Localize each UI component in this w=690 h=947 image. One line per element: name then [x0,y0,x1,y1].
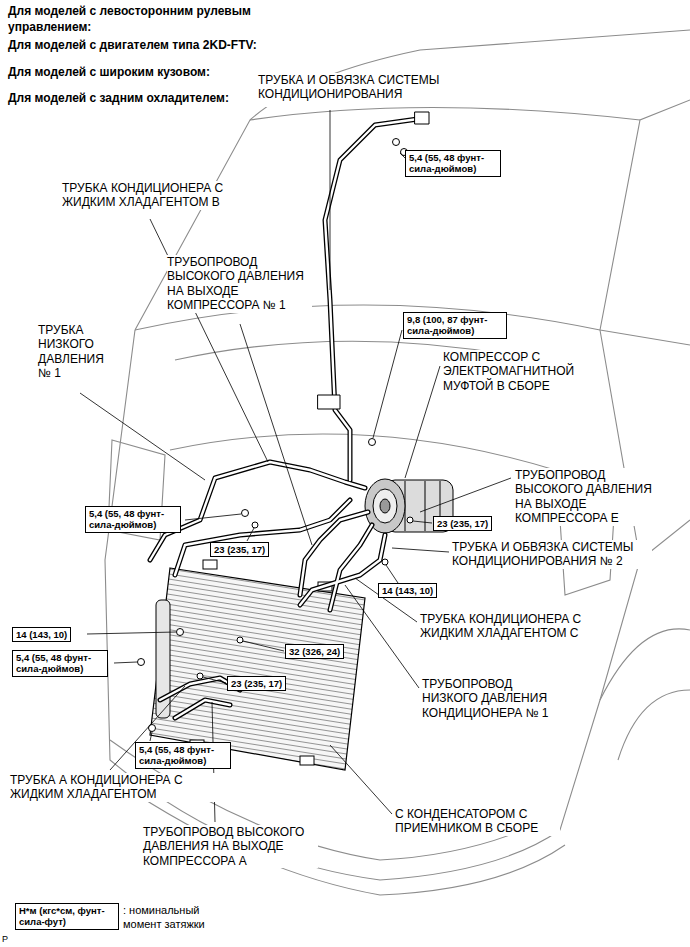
part-label: ТРУБОПРОВОД ВЫСОКОГО ДАВЛЕНИЯ НА ВЫХОДЕ … [515,468,665,526]
torque-value: 14 (143, 10) [382,585,433,596]
part-label: ТРУБОПРОВОД ВЫСОКОГО ДАВЛЕНИЯ НА ВЫХОДЕ … [167,255,312,313]
torque-box: 14 (143, 10) [12,627,71,642]
part-label: С КОНДЕНСАТОРОМ С ПРИЕМНИКОМ В СБОРЕ [395,807,560,836]
torque-box: 32 (326, 24) [285,644,344,659]
model-note: Для моделей с левосторонним рулевым упра… [8,4,293,35]
part-label: ТРУБКА КОНДИЦИОНЕРА С ЖИДКИМ ХЛАДАГЕНТОМ… [62,181,250,210]
part-label: КОМПРЕССОР С ЭЛЕКТРОМАГНИТНОЙ МУФТОЙ В С… [443,350,593,393]
torque-box: 5,4 (55, 48 фунт- сила-дюймов) [405,150,501,177]
torque-box: 23 (235, 17) [227,676,286,691]
part-label: ТРУБКА НИЗКОГО ДАВЛЕНИЯ № 1 [38,323,118,381]
torque-box: 23 (235, 17) [210,542,269,557]
torque-value: 23 (235, 17) [437,518,488,529]
torque-box: 14 (143, 10) [378,583,437,598]
torque-value: 5,4 (55, 48 фунт- сила-дюймов) [16,652,104,675]
torque-value: 9,8 (100, 87 фунт- сила-дюймов) [407,314,503,337]
torque-box: 23 (235, 17) [433,516,492,531]
part-label: ТРУБОПРОВОД НИЗКОГО ДАВЛЕНИЯ КОНДИЦИОНЕР… [422,677,562,720]
torque-value: 23 (235, 17) [231,678,282,689]
legend-text: : номинальный момент затяжки [123,904,227,932]
torque-value: 5,4 (55, 48 фунт- сила-дюймов) [409,152,497,175]
torque-box: 5,4 (55, 48 фунт- сила-дюймов) [135,742,231,769]
torque-value: 5,4 (55, 48 фунт- сила-дюймов) [89,508,177,531]
torque-box: 5,4 (55, 48 фунт- сила-дюймов) [12,650,108,677]
torque-value: 23 (235, 17) [214,544,265,555]
torque-legend-box: Н*м (кгс*см, фунт-сила-фут): номинальный… [15,903,119,930]
part-label: ТРУБКА КОНДИЦИОНЕРА С ЖИДКИМ ХЛАДАГЕНТОМ… [420,612,610,641]
torque-value: Н*м (кгс*см, фунт-сила-фут) [19,905,115,928]
van-body [105,30,690,895]
part-label: ТРУБКА И ОБВЯЗКА СИСТЕМЫ КОНДИЦИОНИРОВАН… [258,73,458,102]
torque-value: 32 (326, 24) [289,646,340,657]
part-label: ТРУБКА А КОНДИЦИОНЕРА С ЖИДКИМ ХЛАДАГЕНТ… [10,773,215,802]
torque-box: 5,4 (55, 48 фунт- сила-дюймов) [85,506,181,533]
page-code: P [2,934,8,945]
bolts [138,139,414,732]
torque-box: 9,8 (100, 87 фунт- сила-дюймов) [403,312,507,339]
part-label: ТРУБОПРОВОД ВЫСОКОГО ДАВЛЕНИЯ НА ВЫХОДЕ … [143,825,318,868]
part-label: ТРУБКА И ОБВЯЗКА СИСТЕМЫ КОНДИЦИОНИРОВАН… [452,540,652,569]
model-note: Для моделей с двигателем типа 2KD-FTV: [8,38,328,54]
torque-value: 5,4 (55, 48 фунт- сила-дюймов) [139,744,227,767]
torque-value: 14 (143, 10) [16,629,67,640]
